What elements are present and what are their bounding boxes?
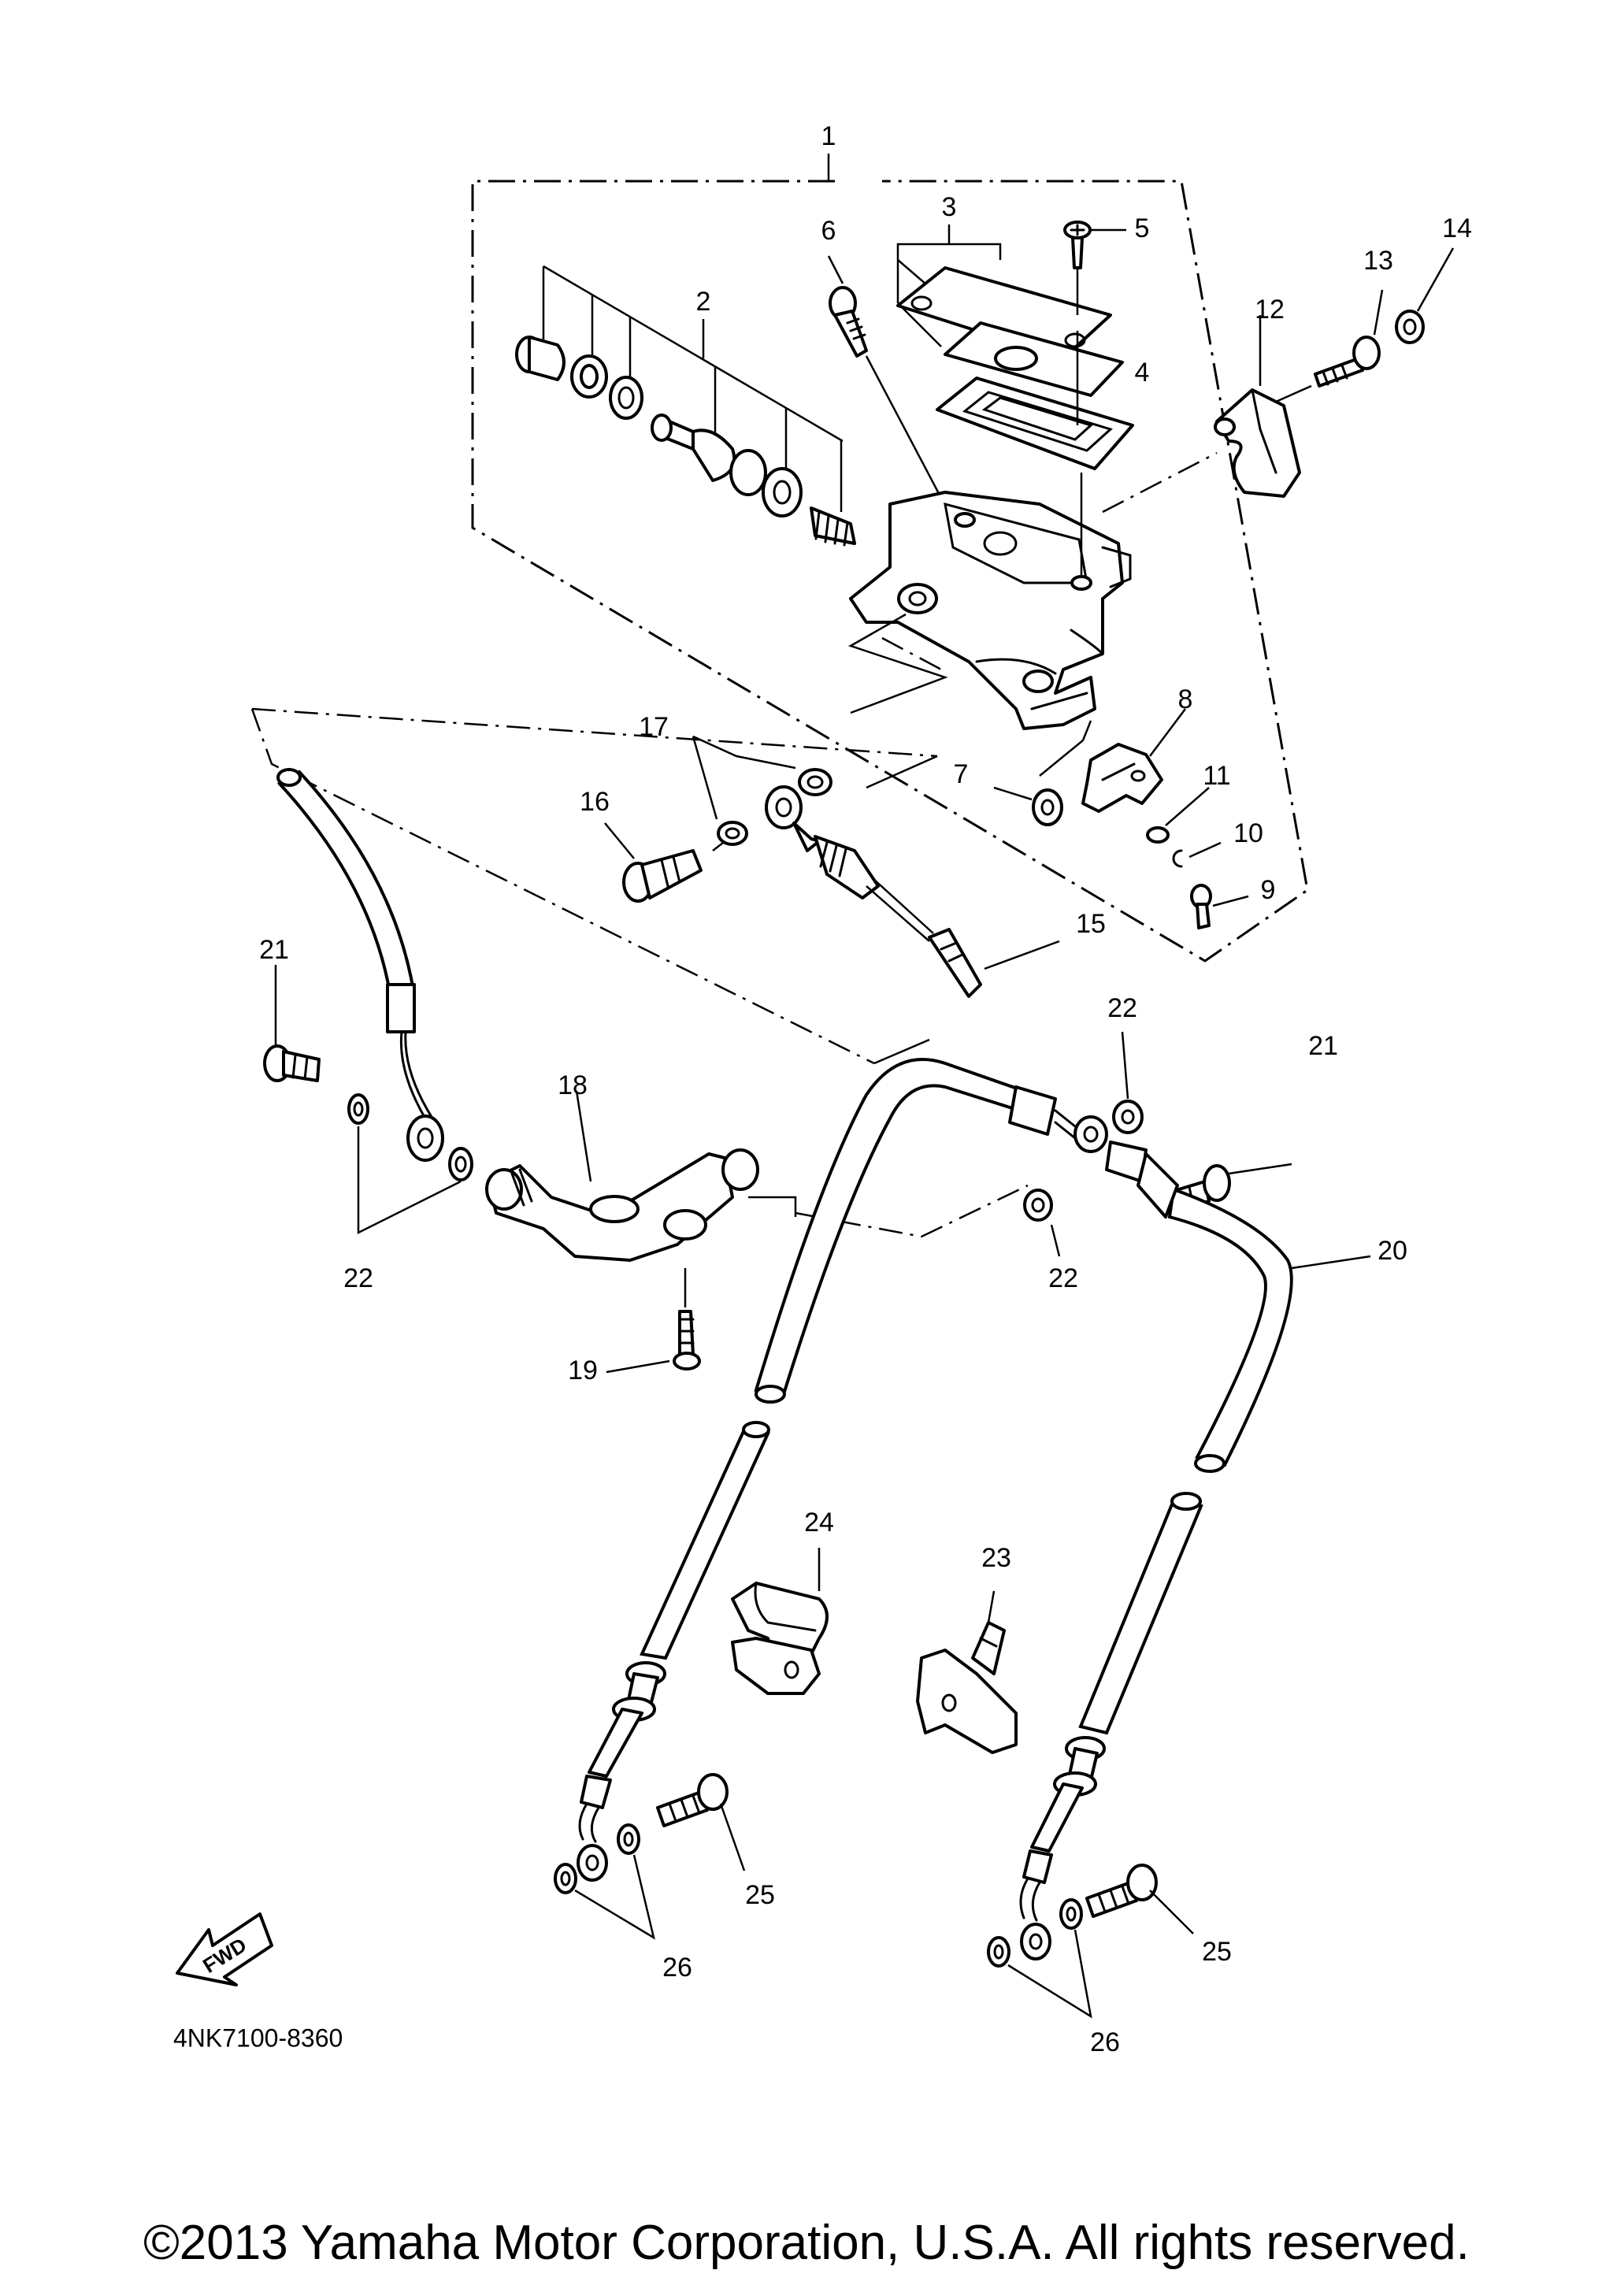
callout-26-right: 26 xyxy=(1090,2027,1120,2057)
callout-21-right: 21 xyxy=(1308,1031,1338,1061)
callout-22-top: 22 xyxy=(1107,993,1137,1023)
callout-17: 17 xyxy=(639,712,669,742)
callout-12: 12 xyxy=(1255,295,1285,325)
bolts-25 xyxy=(656,1773,1194,1934)
callout-25-left: 25 xyxy=(745,1880,775,1910)
callout-21-left: 21 xyxy=(259,935,289,965)
callout-6: 6 xyxy=(821,216,836,246)
callout-4: 4 xyxy=(1135,358,1150,388)
callout-26-left: 26 xyxy=(662,1953,692,1983)
copper-washers-26 xyxy=(554,1823,1092,2019)
main-brake-hose xyxy=(754,1058,1371,1473)
callout-8: 8 xyxy=(1178,684,1193,714)
brake-hose-joint xyxy=(485,1090,1029,1374)
callout-3: 3 xyxy=(942,192,957,222)
callout-16: 16 xyxy=(580,787,610,817)
callout-14: 14 xyxy=(1442,213,1472,243)
callout-19: 19 xyxy=(568,1356,598,1385)
callout-5: 5 xyxy=(1135,213,1150,243)
hose-clamp-23 xyxy=(916,1590,1018,1754)
lower-left-brake-hose xyxy=(577,1421,770,1882)
diagram-code: 4NK7100-8360 xyxy=(173,2023,343,2052)
holder-bracket xyxy=(1214,247,1455,498)
callout-15: 15 xyxy=(1076,909,1106,939)
callout-25-right: 25 xyxy=(1202,1937,1232,1967)
connection-line xyxy=(250,708,875,1065)
callout-24: 24 xyxy=(804,1508,834,1537)
forward-arrow-icon: FWD xyxy=(176,1912,273,1986)
callout-22-left: 22 xyxy=(343,1263,373,1293)
callout-11: 11 xyxy=(1203,761,1230,791)
callout-1: 1 xyxy=(821,121,836,151)
callout-18: 18 xyxy=(558,1070,588,1100)
piston-kit xyxy=(515,265,856,547)
assembly-boundary xyxy=(471,180,1309,963)
callout-7: 7 xyxy=(954,759,969,789)
reservoir-cap-set xyxy=(896,221,1134,470)
brake-switch-parts xyxy=(993,708,1249,929)
callout-13: 13 xyxy=(1363,246,1393,276)
copyright-notice: ©2013 Yamaha Motor Corporation, U.S.A. A… xyxy=(143,2216,1470,2270)
union-bolt-and-hose xyxy=(604,735,1060,998)
callout-23: 23 xyxy=(981,1543,1011,1573)
callout-22-mid: 22 xyxy=(1048,1263,1078,1293)
upper-brake-hose xyxy=(276,768,444,1162)
copper-washers-22 xyxy=(347,1031,1144,1257)
callout-20: 20 xyxy=(1378,1236,1407,1266)
callout-2: 2 xyxy=(696,287,711,317)
lower-right-brake-hose xyxy=(1019,1492,1203,1960)
hose-clamp-24 xyxy=(731,1548,829,1695)
callout-10: 10 xyxy=(1233,818,1263,848)
callout-9: 9 xyxy=(1261,875,1276,905)
master-cylinder-body xyxy=(847,451,1218,730)
